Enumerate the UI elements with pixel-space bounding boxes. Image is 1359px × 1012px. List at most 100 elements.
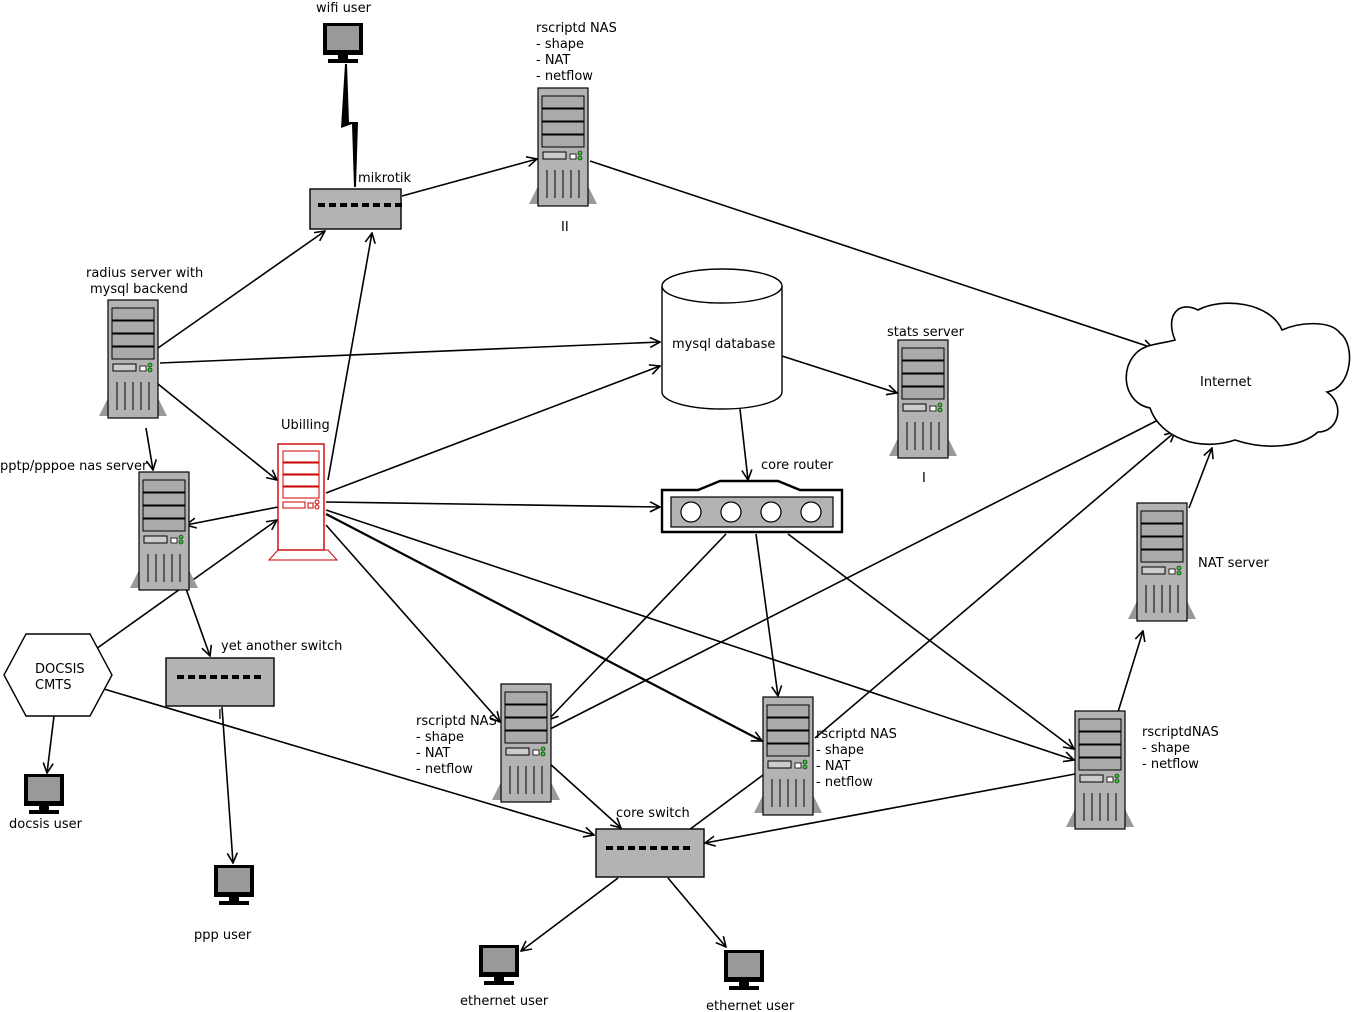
server-icon [753,696,823,816]
radius-label-2: mysql backend [90,282,188,297]
edge-nas-mid-core-switch [547,761,621,828]
mikrotik-node[interactable]: mikrotik [309,171,412,230]
pptp-label: pptp/pppoe nas server [0,459,148,474]
workstation-icon [24,774,64,814]
switch-icon [309,188,402,230]
edge-yet-another-switch-ppp-user [221,706,233,863]
nas-right-label-1: rscriptdNAS [1142,725,1219,740]
core-switch-node[interactable]: core switch [595,806,705,878]
nas-mid-label-3: - NAT [416,746,450,761]
yet-another-switch-node[interactable]: yet another switch I [165,639,342,723]
mysql-database-node[interactable]: mysql database [661,268,783,410]
nas-top-label-3: - NAT [536,53,570,68]
core-router-label: core router [761,458,834,473]
docsis-cmts-node[interactable]: DOCSIS CMTS [3,633,113,717]
nas-mid-node[interactable]: rscriptd NAS - shape - NAT - netflow [416,683,561,803]
workstation-icon [323,23,363,63]
edge-ubilling-nas-mid [325,524,500,722]
workstation-icon [724,950,764,990]
database-icon [661,286,783,410]
edge-core-switch-ethernet-2 [667,877,726,947]
edge-ubilling-router [325,502,660,507]
yet-another-switch-label: yet another switch [221,639,342,654]
ubilling-label: Ubilling [281,418,330,433]
edge-radius-ubilling [157,383,277,480]
wifi-user-label: wifi user [316,1,372,16]
edge-ubilling-nas-center [325,513,762,742]
nas-center-label-2: - shape [816,743,864,758]
edge-mysql-stats [781,355,897,393]
edge-ubilling-mysql [325,366,660,494]
edge-core-switch-ethernet-1 [521,877,619,951]
ethernet-user-2-node[interactable]: ethernet user [706,950,795,1012]
nas-center-label-4: - netflow [816,775,873,790]
nas-center-node[interactable]: rscriptd NAS - shape - NAT - netflow [753,696,897,816]
ethernet-user-2-label: ethernet user [706,999,795,1012]
workstation-icon [214,865,254,905]
docsis-label-1: DOCSIS [35,662,85,677]
core-switch-label: core switch [616,806,690,821]
switch-icon [165,657,275,707]
nas-top-node[interactable]: rscriptd NAS - shape - NAT - netflow II [528,21,617,235]
stats-tag: I [922,471,926,486]
pptp-nas-node[interactable]: pptp/pppoe nas server [0,459,199,591]
ethernet-user-1-node[interactable]: ethernet user [460,945,549,1009]
ppp-user-label: ppp user [194,928,252,943]
edge-pptp-yet-another-switch [184,585,210,656]
edge-nas-right-core-switch [705,773,1076,843]
edge-docsis-core-switch [103,688,594,835]
server-icon [1127,502,1197,622]
cloud-icon [1125,302,1351,447]
server-icon [491,683,561,803]
ubilling-node[interactable]: Ubilling [268,418,338,561]
edge-mysql-router [739,408,748,480]
edge-nas-mid-internet [547,415,1168,731]
nas-right-label-3: - netflow [1142,757,1199,772]
nas-center-label-1: rscriptd NAS [816,727,897,742]
server-icon [1065,710,1135,830]
edge-nat-internet [1188,448,1212,509]
nat-server-label: NAT server [1198,556,1269,571]
switch-icon [595,828,705,878]
ethernet-user-1-label: ethernet user [460,994,549,1009]
nas-top-label-2: - shape [536,37,584,52]
edge-router-nas-center [755,533,778,696]
internet-label: Internet [1200,375,1252,390]
core-router-node[interactable]: core router [660,458,844,534]
nas-top-tag: II [561,220,569,235]
wifi-user-node[interactable]: wifi user [316,1,372,63]
server-icon [528,87,598,207]
wireless-link [341,64,358,187]
ppp-user-node[interactable]: ppp user [194,865,254,943]
yet-another-switch-tag: I [218,708,222,723]
nas-top-label-4: - netflow [536,69,593,84]
radius-server-node[interactable]: radius server with mysql backend [86,266,203,419]
router-port-icon [720,501,742,523]
router-port-icon [680,501,702,523]
nas-mid-label-1: rscriptd NAS [416,714,497,729]
connection-lines [47,64,1212,951]
stats-server-node[interactable]: stats server I [887,325,965,486]
mysql-label: mysql database [672,337,775,352]
router-port-icon [800,501,822,523]
edge-ubilling-pptp [186,506,279,525]
edge-docsis-docsis-user [47,715,55,773]
nas-right-node[interactable]: rscriptdNAS - shape - netflow [1065,710,1219,830]
edge-ubilling-mikrotik [327,233,372,481]
server-icon [98,299,168,419]
edge-nas-top-internet [589,160,1153,348]
edge-radius-pptp [145,427,153,470]
docsis-label-2: CMTS [35,678,72,693]
nat-server-node[interactable]: NAT server [1127,502,1269,622]
edge-router-nas-right [787,533,1074,749]
nas-mid-label-4: - netflow [416,762,473,777]
server-icon [888,339,958,459]
internet-node[interactable]: Internet [1125,302,1351,447]
docsis-user-node[interactable]: docsis user [9,774,83,832]
server-icon [129,471,199,591]
docsis-user-label: docsis user [9,817,83,832]
nas-top-label-1: rscriptd NAS [536,21,617,36]
edge-router-nas-mid [548,533,727,720]
